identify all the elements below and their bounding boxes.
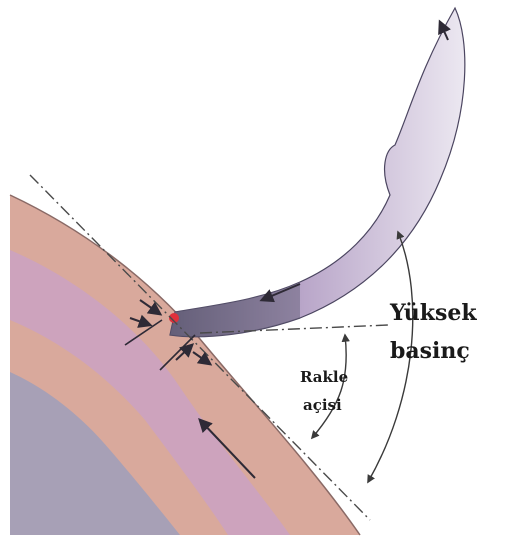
doctor-blade xyxy=(170,8,465,337)
high-pressure-label-line1: Yüksek xyxy=(389,300,477,326)
angle-label-line1: Rakle xyxy=(300,368,348,386)
angle-label-line2: açisi xyxy=(303,396,342,414)
high-pressure-label-line2: basinç xyxy=(390,338,470,364)
angle-arc xyxy=(312,335,346,438)
